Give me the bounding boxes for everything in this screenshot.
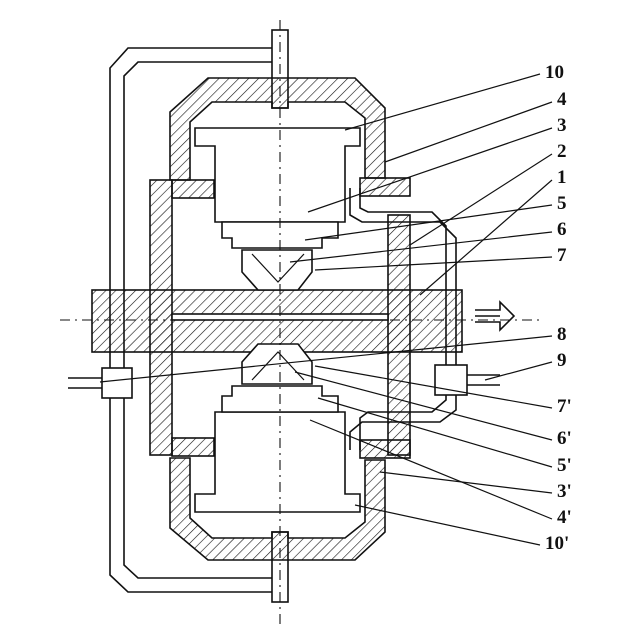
label-7-prime: 7' [557,396,572,417]
label-2: 2 [557,141,567,162]
label-4: 4 [557,89,567,110]
left-connector [102,368,132,398]
label-7: 7 [557,245,567,266]
lower-block [195,412,360,512]
label-3: 3 [557,115,567,136]
part-labels: 10 4 3 2 1 5 6 7 8 9 7' 6' 5' 3' 4' 10' [545,62,572,554]
label-10: 10 [545,62,564,83]
horizontal-shaft [92,290,462,352]
label-5-prime: 5' [557,455,572,476]
label-4-prime: 4' [557,507,572,528]
upper-block [195,128,360,222]
label-10-prime: 10' [545,533,569,554]
upper-left-ledge [172,180,214,198]
label-8: 8 [557,324,567,345]
label-9: 9 [557,350,567,371]
label-6: 6 [557,219,567,240]
label-5: 5 [557,193,567,214]
lower-right-ledge [360,440,410,458]
lower-left-ledge [172,438,214,456]
label-3-prime: 3' [557,481,572,502]
label-6-prime: 6' [557,428,572,449]
label-1: 1 [557,167,567,188]
upper-right-ledge [360,178,410,196]
